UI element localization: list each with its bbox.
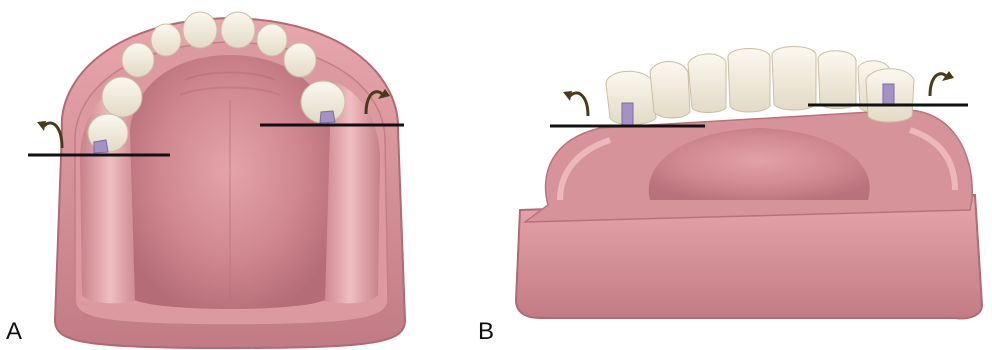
tooth — [818, 51, 856, 109]
abutment-right-a — [320, 111, 335, 123]
curved-arrow-icon — [563, 91, 588, 116]
panel-a-cast — [28, 12, 405, 348]
abutment-left-a — [94, 140, 108, 153]
curved-arrow-icon — [37, 121, 62, 148]
tooth — [688, 54, 726, 113]
tooth — [221, 12, 255, 48]
panel-label-a: A — [6, 320, 22, 344]
panel-label-b: B — [478, 320, 494, 344]
tooth — [284, 43, 316, 77]
abutment-right-b — [883, 84, 894, 106]
teeth-row-b — [606, 47, 914, 125]
tooth — [122, 43, 154, 77]
panel-b-cast — [516, 47, 982, 319]
tooth — [183, 12, 217, 48]
abutment-left-b — [622, 103, 633, 126]
tooth — [650, 62, 690, 119]
tooth — [257, 24, 287, 56]
curved-arrow-icon — [930, 71, 954, 96]
tooth — [772, 47, 816, 111]
tooth — [102, 77, 142, 117]
tooth — [728, 49, 770, 113]
tooth — [151, 24, 181, 56]
